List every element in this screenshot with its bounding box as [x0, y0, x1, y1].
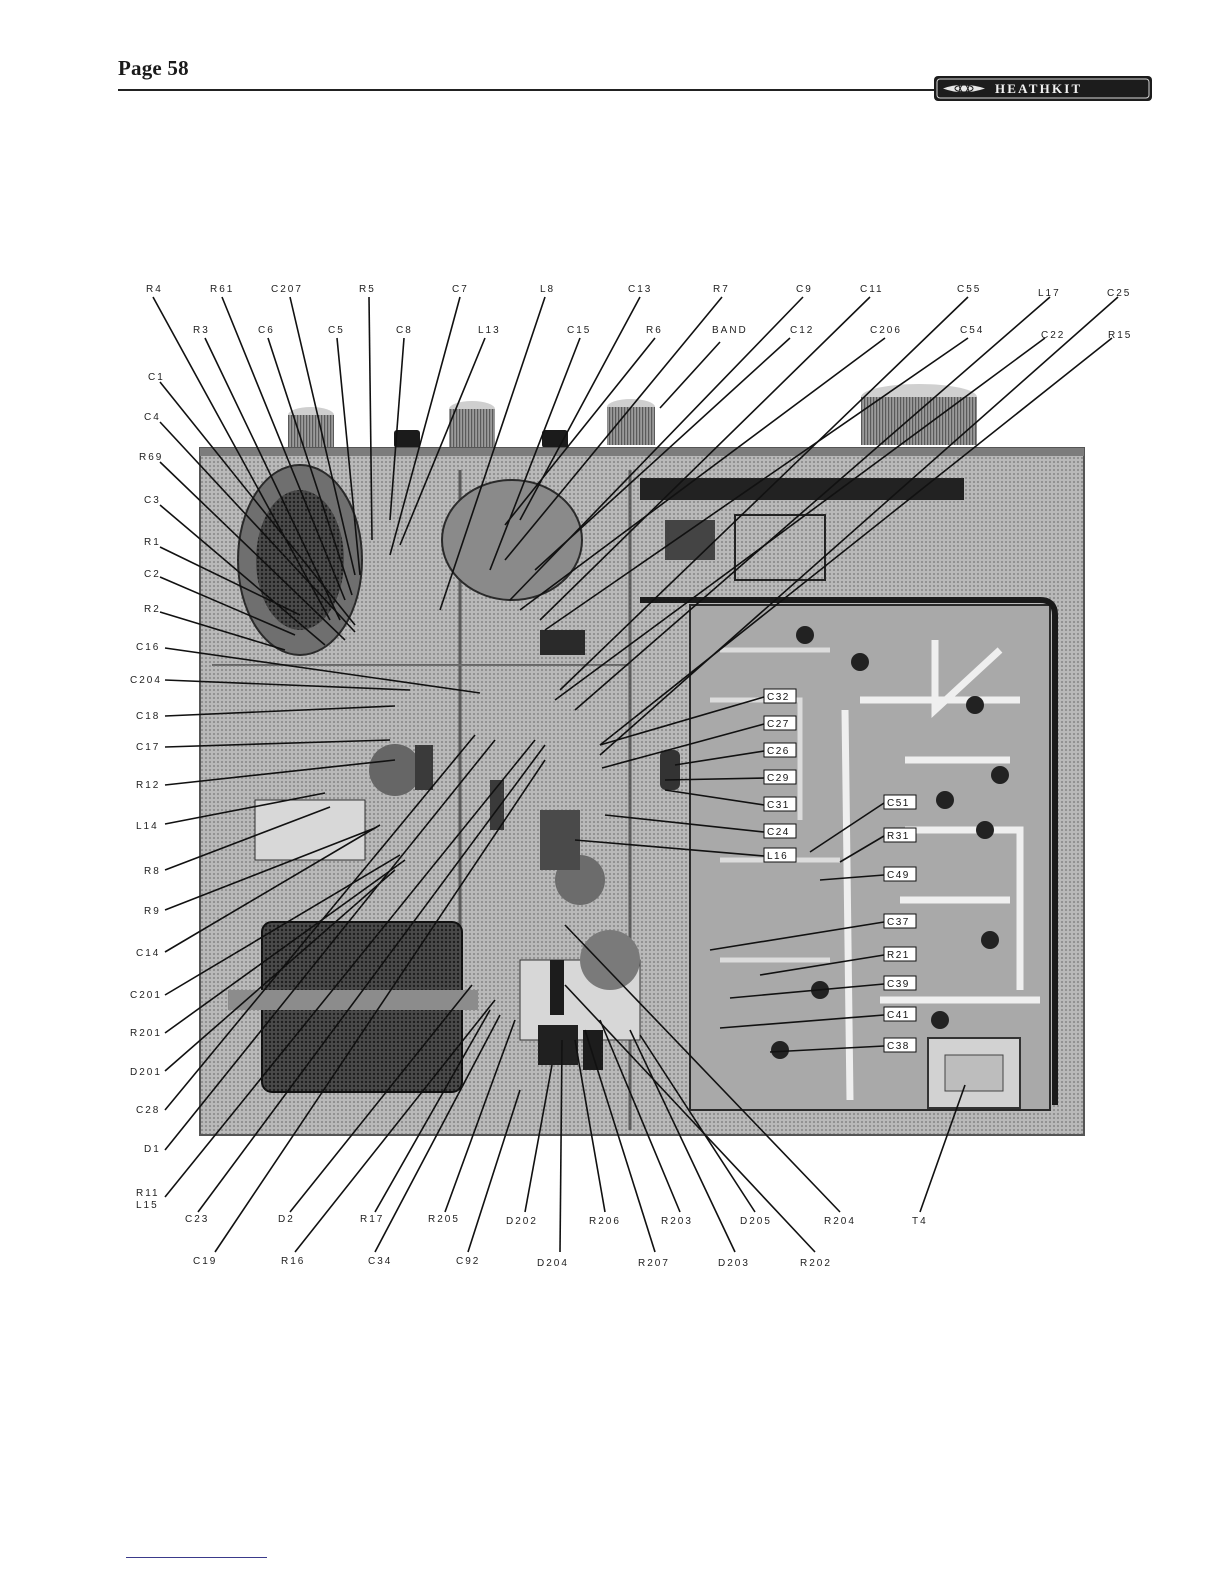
label-c17: C17 — [136, 742, 160, 753]
label-d204: D204 — [537, 1258, 569, 1269]
label-c41: C41 — [887, 1010, 910, 1021]
page-number: Page 58 — [118, 56, 189, 80]
heathkit-logo: HEATHKIT — [934, 76, 1152, 101]
label-c27: C27 — [767, 719, 790, 730]
label-c204: C204 — [130, 675, 162, 686]
label-c201: C201 — [130, 990, 162, 1001]
label-c31: C31 — [767, 800, 790, 811]
label-d202: D202 — [506, 1216, 538, 1227]
label-l14: L14 — [136, 821, 159, 832]
label-c34: C34 — [368, 1256, 392, 1267]
label-c19: C19 — [193, 1256, 217, 1267]
label-d203: D203 — [718, 1258, 750, 1269]
label-c18: C18 — [136, 711, 160, 722]
footer-rule — [126, 1557, 267, 1558]
label-r206: R206 — [589, 1216, 621, 1227]
label-c24: C24 — [767, 827, 790, 838]
label-c5: C5 — [328, 325, 345, 336]
label-l16: L16 — [767, 851, 788, 862]
label-r11: R11 — [136, 1188, 160, 1199]
label-c39: C39 — [887, 979, 910, 990]
label-r2: R2 — [144, 604, 161, 615]
label-r17: R17 — [360, 1214, 384, 1225]
label-c23: C23 — [185, 1214, 209, 1225]
label-r1: R1 — [144, 537, 161, 548]
label-r21: R21 — [887, 950, 910, 961]
label-c49: C49 — [887, 870, 910, 881]
label-c37: C37 — [887, 917, 910, 928]
boxed-labels-center: C32 C27 C26 C29 C31 C24 L16 — [763, 688, 797, 863]
label-c25: C25 — [1107, 288, 1131, 299]
atom-icon — [943, 80, 985, 97]
label-c16: C16 — [136, 642, 160, 653]
label-c9: C9 — [796, 284, 813, 295]
label-c3: C3 — [144, 495, 161, 506]
label-t4: T4 — [912, 1216, 928, 1227]
label-c4: C4 — [144, 412, 161, 423]
label-c207: C207 — [271, 284, 303, 295]
label-l13: L13 — [478, 325, 501, 336]
label-c28: C28 — [136, 1105, 160, 1116]
label-c2: C2 — [144, 569, 161, 580]
label-c38: C38 — [887, 1041, 910, 1052]
label-r203: R203 — [661, 1216, 693, 1227]
label-r5: R5 — [359, 284, 376, 295]
label-c8: C8 — [396, 325, 413, 336]
leader-lines — [152, 296, 1119, 1253]
label-l15: L15 — [136, 1200, 159, 1211]
label-d205: D205 — [740, 1216, 772, 1227]
label-r61: R61 — [210, 284, 234, 295]
label-c6: C6 — [258, 325, 275, 336]
label-d2: D2 — [278, 1214, 295, 1225]
label-c26: C26 — [767, 746, 790, 757]
label-r3: R3 — [193, 325, 210, 336]
label-c11: C11 — [860, 284, 884, 295]
label-c13: C13 — [628, 284, 652, 295]
label-r6: R6 — [646, 325, 663, 336]
label-c92: C92 — [456, 1256, 480, 1267]
label-r12: R12 — [136, 780, 160, 791]
label-c32: C32 — [767, 692, 790, 703]
header-rule — [118, 89, 936, 91]
label-d201: D201 — [130, 1067, 162, 1078]
label-band: BAND — [712, 325, 748, 336]
label-c51: C51 — [887, 798, 910, 809]
label-l17: L17 — [1038, 288, 1061, 299]
chassis-photo — [199, 384, 1085, 1136]
label-r201: R201 — [130, 1028, 162, 1039]
label-l8: L8 — [540, 284, 555, 295]
label-r31: R31 — [887, 831, 910, 842]
label-r4: R4 — [146, 284, 163, 295]
label-c55: C55 — [957, 284, 981, 295]
label-r9: R9 — [144, 906, 161, 917]
label-r8: R8 — [144, 866, 161, 877]
label-c29: C29 — [767, 773, 790, 784]
label-r204: R204 — [824, 1216, 856, 1227]
label-r207: R207 — [638, 1258, 670, 1269]
logo-text: HEATHKIT — [995, 81, 1082, 96]
label-r15: R15 — [1108, 330, 1132, 341]
label-r202: R202 — [800, 1258, 832, 1269]
label-r7: R7 — [713, 284, 730, 295]
boxed-labels-right: C51 R31 C49 C37 R21 C39 C41 C38 — [883, 794, 917, 1053]
label-r16: R16 — [281, 1256, 305, 1267]
label-r205: R205 — [428, 1214, 460, 1225]
label-c54: C54 — [960, 325, 984, 336]
label-c1: C1 — [148, 372, 165, 383]
label-c22: C22 — [1041, 330, 1065, 341]
label-c7: C7 — [452, 284, 469, 295]
label-d1: D1 — [144, 1144, 161, 1155]
label-c206: C206 — [870, 325, 902, 336]
label-r69: R69 — [139, 452, 163, 463]
label-c14: C14 — [136, 948, 160, 959]
label-c12: C12 — [790, 325, 814, 336]
label-c15: C15 — [567, 325, 591, 336]
